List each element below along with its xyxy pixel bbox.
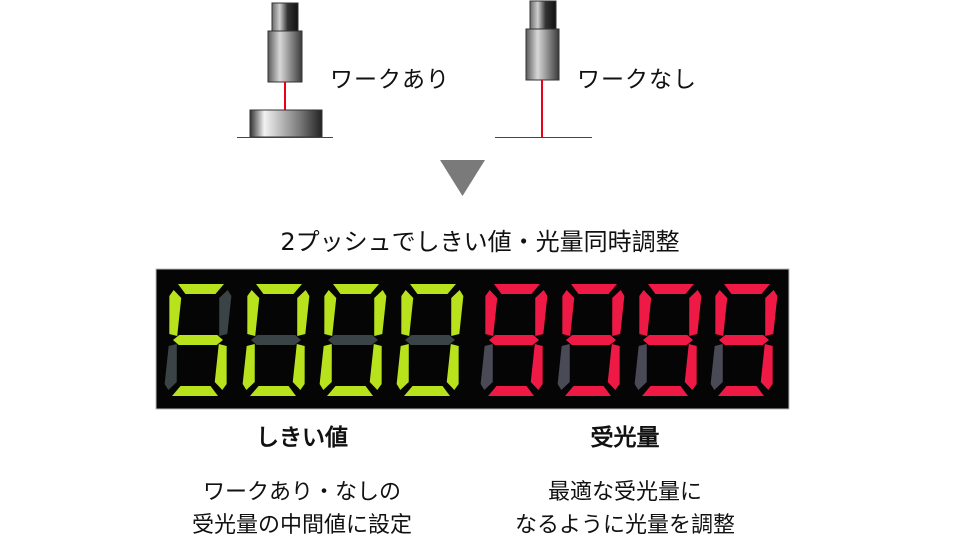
segment-b-digit-4 <box>765 290 778 336</box>
segment-g-digit-2 <box>251 335 301 345</box>
sensor-without-work <box>495 0 592 138</box>
segment-b-digit-3 <box>374 290 387 336</box>
segment-a-digit-4 <box>724 284 770 294</box>
segment-f-digit-4 <box>401 290 414 336</box>
workpiece <box>249 109 323 138</box>
display-panel <box>155 268 790 410</box>
desc-line: 受光量の中間値に設定 <box>191 513 412 538</box>
segment-f-digit-2 <box>247 290 260 336</box>
segment-b-digit-2 <box>297 290 310 336</box>
seven-segment-digits <box>164 284 778 396</box>
without-work-label: ワークなし <box>577 67 697 93</box>
segment-e-digit-4 <box>396 344 409 390</box>
segment-c-digit-4 <box>760 344 773 390</box>
segment-c-digit-3 <box>369 344 382 390</box>
sensor-with-work <box>237 2 333 138</box>
segment-c-digit-2 <box>607 344 620 390</box>
segment-b-digit-3 <box>689 290 702 336</box>
segment-b-digit-4 <box>451 290 464 336</box>
segment-g-digit-4 <box>405 335 455 345</box>
segment-g-digit-3 <box>643 335 693 345</box>
down-arrow-icon <box>440 160 485 196</box>
segment-b-digit-1 <box>219 290 232 336</box>
threshold-description: ワークあり・なしの 受光量の中間値に設定 <box>132 476 472 542</box>
segment-d-digit-1 <box>172 386 218 396</box>
segment-e-digit-2 <box>557 344 570 390</box>
segment-g-digit-1 <box>489 335 539 345</box>
segment-c-digit-2 <box>292 344 305 390</box>
threshold-label: しきい値 <box>256 425 348 451</box>
light-label: 受光量 <box>590 425 660 451</box>
desc-line: ワークあり・なしの <box>202 480 401 505</box>
segment-a-digit-4 <box>410 284 456 294</box>
desc-line: なるように光量を調整 <box>514 513 735 538</box>
segment-b-digit-1 <box>535 290 548 336</box>
segment-f-digit-3 <box>639 290 652 336</box>
segment-d-digit-4 <box>718 386 764 396</box>
light-description: 最適な受光量に なるように光量を調整 <box>455 476 795 542</box>
segment-b-digit-2 <box>612 290 625 336</box>
segment-e-digit-3 <box>319 344 332 390</box>
segment-c-digit-1 <box>530 344 543 390</box>
segment-c-digit-4 <box>446 344 459 390</box>
segment-f-digit-4 <box>715 290 728 336</box>
segment-e-digit-2 <box>242 344 255 390</box>
segment-d-digit-3 <box>642 386 688 396</box>
segment-e-digit-3 <box>634 344 647 390</box>
segment-a-digit-3 <box>333 284 379 294</box>
with-work-label: ワークあり <box>330 67 450 93</box>
segment-a-digit-1 <box>494 284 540 294</box>
heading: 2プッシュでしきい値・光量同時調整 <box>280 228 680 256</box>
segment-g-digit-3 <box>328 335 378 345</box>
segment-e-digit-4 <box>710 344 723 390</box>
segment-d-digit-2 <box>250 386 296 396</box>
segment-c-digit-1 <box>214 344 227 390</box>
segment-a-digit-3 <box>648 284 694 294</box>
segment-f-digit-1 <box>169 290 182 336</box>
segment-g-digit-1 <box>173 335 223 345</box>
segment-a-digit-2 <box>256 284 302 294</box>
segment-a-digit-1 <box>178 284 224 294</box>
segment-e-digit-1 <box>164 344 177 390</box>
segment-d-digit-3 <box>327 386 373 396</box>
segment-f-digit-2 <box>562 290 575 336</box>
segment-g-digit-2 <box>566 335 616 345</box>
segment-a-digit-2 <box>571 284 617 294</box>
segment-d-digit-4 <box>404 386 450 396</box>
segment-c-digit-3 <box>684 344 697 390</box>
segment-e-digit-1 <box>480 344 493 390</box>
segment-d-digit-2 <box>565 386 611 396</box>
segment-g-digit-4 <box>719 335 769 345</box>
segment-f-digit-3 <box>324 290 337 336</box>
segment-f-digit-1 <box>485 290 498 336</box>
segment-d-digit-1 <box>488 386 534 396</box>
desc-line: 最適な受光量に <box>547 480 702 505</box>
